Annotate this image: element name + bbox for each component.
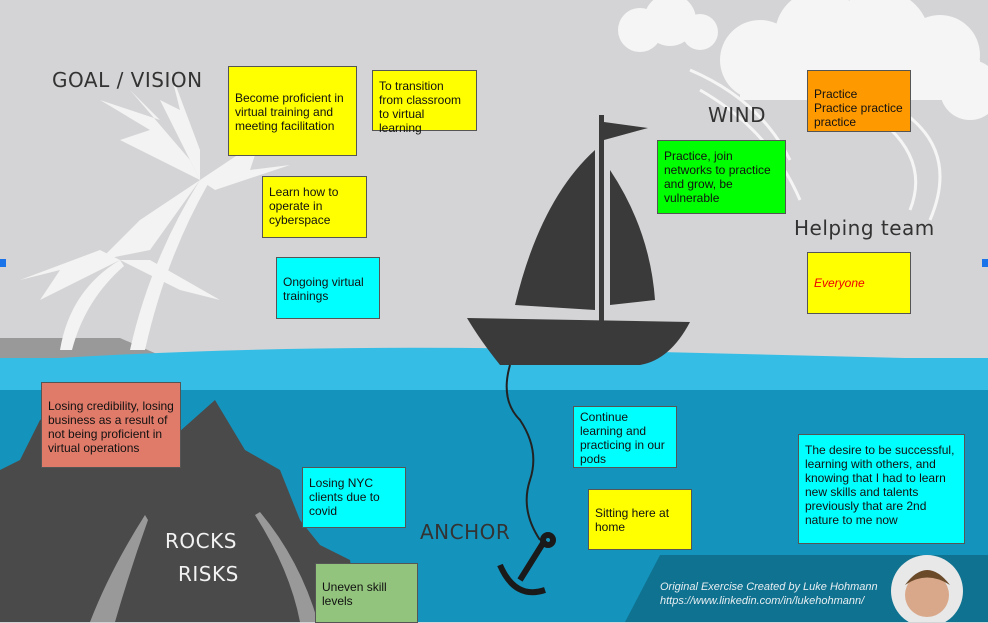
- palm-tree-icon: [20, 70, 290, 350]
- cloud-icon: [618, 0, 988, 120]
- sticky-note-risk[interactable]: Uneven skill levels: [315, 563, 418, 623]
- goal-vision-label: GOAL / VISION: [52, 68, 203, 92]
- sticky-note-wind[interactable]: Practice, join networks to practice and …: [657, 140, 786, 214]
- sticky-note-risk[interactable]: Losing credibility, losing business as a…: [41, 382, 181, 468]
- sticky-note-goal[interactable]: Become proficient in virtual training an…: [228, 66, 357, 156]
- wind-label: WIND: [708, 103, 767, 127]
- sticky-note-anchor[interactable]: The desire to be successful, learning wi…: [798, 434, 965, 544]
- anchor-icon: [497, 532, 556, 596]
- sticky-note-anchor[interactable]: Continue learning and practicing in our …: [573, 406, 677, 468]
- sailboat-icon: [467, 115, 690, 365]
- credit-author: Original Exercise Created by Luke Hohman…: [660, 581, 878, 593]
- sticky-note-goal[interactable]: To transition from classroom to virtual …: [372, 70, 477, 135]
- credit-url[interactable]: https://www.linkedin.com/in/lukehohmann/: [660, 595, 865, 607]
- credit-text: Original Exercise Created by Luke Hohman…: [660, 580, 878, 608]
- resize-handle-right[interactable]: [982, 259, 988, 267]
- resize-handle-left[interactable]: [0, 259, 6, 267]
- rocks-label: ROCKS: [165, 529, 237, 553]
- sticky-note-helping[interactable]: Everyone: [807, 252, 911, 314]
- sticky-note-goal[interactable]: Ongoing virtual trainings: [276, 257, 380, 319]
- sticky-note-risk[interactable]: Losing NYC clients due to covid: [302, 467, 406, 528]
- risks-label: RISKS: [178, 562, 239, 586]
- helping-team-label: Helping team: [794, 216, 935, 240]
- sticky-note-anchor[interactable]: Sitting here at home: [588, 489, 692, 550]
- anchor-chain: [505, 364, 541, 541]
- sticky-note-wind[interactable]: Practice Practice practice practice: [807, 70, 911, 132]
- anchor-label: ANCHOR: [420, 520, 511, 544]
- sticky-note-goal[interactable]: Learn how to operate in cyberspace: [262, 176, 367, 238]
